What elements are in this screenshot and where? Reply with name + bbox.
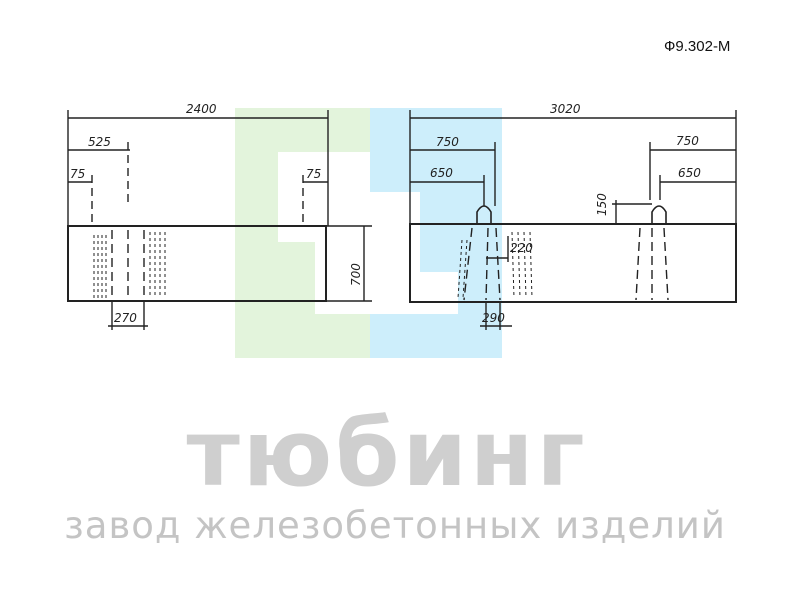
document-code: Ф9.302-М xyxy=(664,38,731,55)
dim-left-offset: 525 xyxy=(88,135,111,149)
dim-loop-height: 150 xyxy=(595,193,609,216)
right-block-outline xyxy=(409,223,737,303)
watermark-logo xyxy=(235,108,502,358)
dim-left-bottom: 270 xyxy=(114,311,137,325)
dim-left-overall: 2400 xyxy=(186,102,217,116)
dim-left-edge: 75 xyxy=(70,167,85,181)
dim-right-right-outer: 750 xyxy=(676,134,699,148)
brand-name: тюбинг xyxy=(186,400,588,507)
right-view xyxy=(409,110,737,330)
left-block-outline xyxy=(67,225,327,302)
dim-left-height: 700 xyxy=(349,263,363,286)
dim-right-edge: 75 xyxy=(306,167,321,181)
logo-cutout-left xyxy=(278,152,370,242)
dim-right-left-inner: 650 xyxy=(430,166,453,180)
dim-right-right-inner: 650 xyxy=(678,166,701,180)
dim-right-left-outer: 750 xyxy=(436,135,459,149)
dim-right-overall: 3020 xyxy=(550,102,581,116)
left-view xyxy=(67,110,372,330)
dim-depth: 220 xyxy=(510,241,533,255)
logo-cutout-rightbottom xyxy=(370,272,458,314)
dim-right-bottom: 290 xyxy=(482,311,505,325)
brand-tagline: завод железобетонных изделий xyxy=(64,504,726,547)
